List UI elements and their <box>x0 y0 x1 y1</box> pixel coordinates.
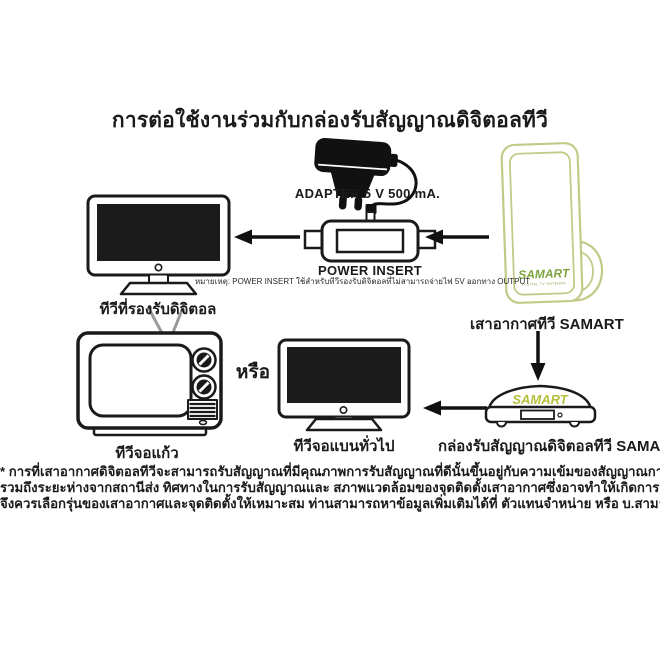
power-insert-illustration <box>303 211 437 263</box>
antenna-illustration: SAMART DIGITAL TV ANTENNA <box>500 142 604 304</box>
arrow-insert-to-tv <box>234 229 300 245</box>
antenna-brand-logo: SAMART <box>518 266 571 282</box>
or-text: หรือ <box>235 362 271 383</box>
box-brand-logo: SAMART <box>512 392 568 407</box>
arrow-antenna-to-insert <box>425 229 489 245</box>
arrow-antenna-to-box <box>530 331 546 381</box>
power-adapter-illustration <box>314 138 398 211</box>
antenna-label: เสาอากาศทีวี SAMART <box>470 316 624 333</box>
adapter-label: ADAPTER 5 V 500 mA. <box>294 186 441 201</box>
antenna-brand-sub: DIGITAL TV ANTENNA <box>522 281 566 287</box>
page-title: การต่อใช้งานร่วมกับกล่องรับสัญญาณดิจิตอล… <box>111 109 549 132</box>
crt-tv-illustration <box>76 304 223 437</box>
flat-tv-label: ทีวีจอแบนทั่วไป <box>293 438 395 455</box>
flat-tv-illustration <box>277 338 411 432</box>
footnote-line-3: จึงควรเลือกรุ่นของเสาอากาศและจุดติดตั้งใ… <box>0 496 660 511</box>
footnote-line-1: * การที่เสาอากาศดิจิตอลทีวีจะสามารถรับสั… <box>0 464 660 479</box>
set-top-box-illustration: SAMART <box>484 384 597 428</box>
set-top-box-label: กล่องรับสัญญาณดิจิตอลทีวี SAMART <box>438 438 660 455</box>
power-insert-label: POWER INSERT <box>318 263 422 278</box>
footnote-line-2: รวมถึงระยะห่างจากสถานีส่ง ทิศทางในการรับ… <box>0 480 660 495</box>
digital-tv-illustration <box>86 194 231 296</box>
power-insert-note: หมายเหตุ: POWER INSERT ใช้สำหรับทีวีรองร… <box>194 277 531 286</box>
digital-tv-label: ทีวีที่รองรับดิจิตอล <box>99 301 217 318</box>
arrow-box-to-tv <box>423 400 487 416</box>
crt-tv-label: ทีวีจอแก้ว <box>115 445 179 462</box>
adapter-cable <box>370 158 418 208</box>
